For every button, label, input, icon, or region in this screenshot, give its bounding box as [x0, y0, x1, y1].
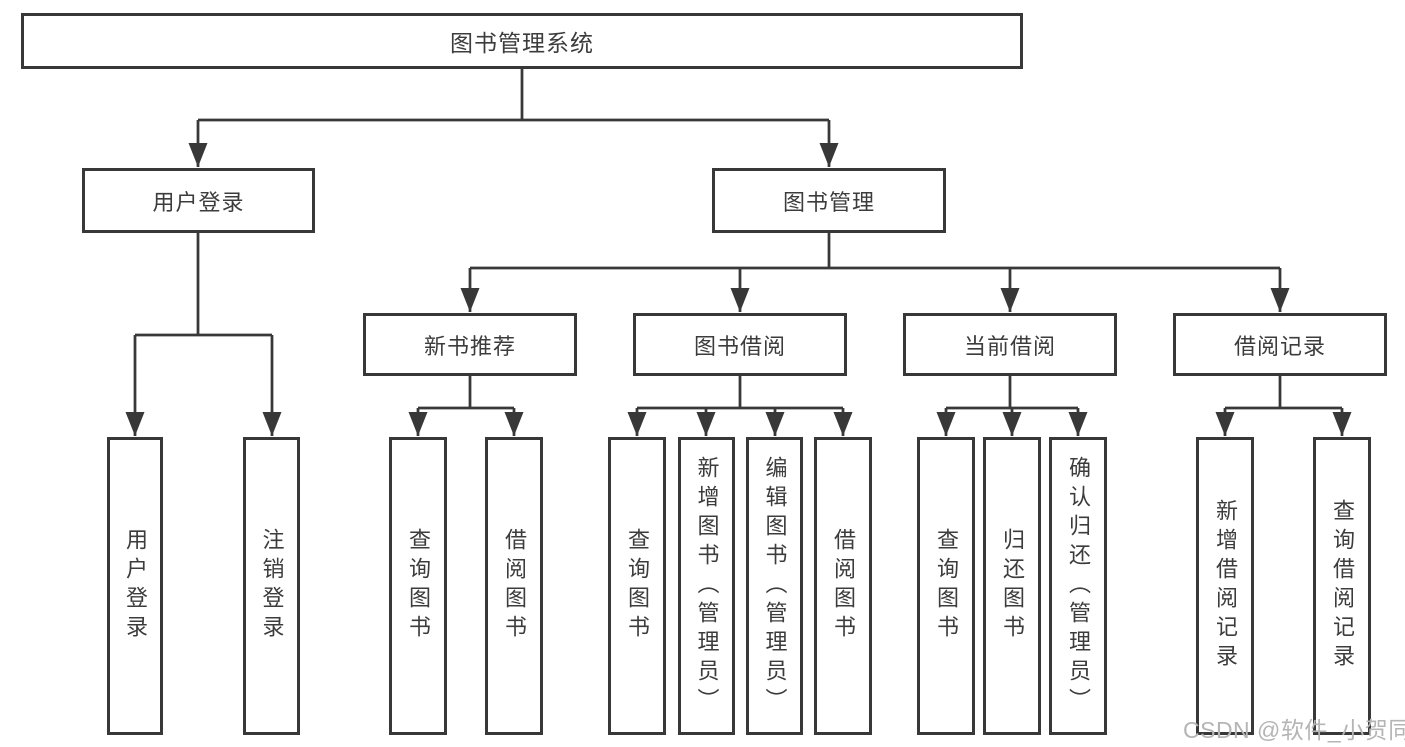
- leaf-label: 编辑图书（管理员）: [762, 455, 788, 717]
- leaf-label: 用户登录: [123, 528, 148, 644]
- leaf-label: 注销登录: [259, 528, 285, 644]
- leaf-label: 查询图书: [625, 528, 650, 644]
- node-book-management: 图书管理: [712, 168, 946, 233]
- leaf-label: 借阅图书: [502, 528, 527, 644]
- node-label: 图书管理: [782, 189, 875, 215]
- node-book-borrowing: 图书借阅: [633, 313, 847, 376]
- node-new-book-recommend: 新书推荐: [363, 313, 577, 376]
- leaf-confirm-return-admin: 确认归还（管理员）: [1049, 437, 1107, 735]
- leaf-query-borrow-record: 查询借阅记录: [1313, 437, 1371, 735]
- leaf-label: 借阅图书: [831, 528, 856, 644]
- node-label: 图书借阅: [693, 333, 786, 359]
- node-borrowing-records: 借阅记录: [1173, 313, 1387, 376]
- node-current-borrowing: 当前借阅: [903, 313, 1117, 376]
- leaf-borrow-books-borrowing: 借阅图书: [814, 437, 872, 735]
- leaf-label: 归还图书: [1000, 528, 1025, 644]
- leaf-add-borrow-record: 新增借阅记录: [1196, 437, 1254, 735]
- leaf-query-books-current: 查询图书: [917, 437, 975, 735]
- leaf-query-books-recommend: 查询图书: [389, 437, 447, 735]
- leaf-label: 新增图书（管理员）: [694, 455, 720, 717]
- node-label: 借阅记录: [1233, 333, 1326, 359]
- leaf-label: 查询借阅记录: [1330, 499, 1355, 673]
- leaf-edit-book-admin: 编辑图书（管理员）: [746, 437, 803, 735]
- leaf-label: 查询图书: [406, 528, 431, 644]
- leaf-return-book: 归还图书: [983, 437, 1041, 735]
- leaf-label: 查询图书: [934, 528, 959, 644]
- node-user-login: 用户登录: [82, 168, 315, 233]
- node-label: 用户登录: [152, 189, 245, 215]
- leaf-label: 确认归还（管理员）: [1066, 455, 1091, 717]
- leaf-user-login: 用户登录: [107, 437, 163, 735]
- leaf-logout: 注销登录: [243, 437, 300, 735]
- node-label: 新书推荐: [423, 333, 516, 359]
- leaf-add-book-admin: 新增图书（管理员）: [678, 437, 735, 735]
- watermark: CSDN @软件_小贺同学: [1183, 717, 1405, 743]
- leaf-query-books-borrowing: 查询图书: [608, 437, 666, 735]
- node-label: 图书管理系统: [450, 30, 594, 56]
- node-library-system: 图书管理系统: [21, 13, 1023, 69]
- leaf-borrow-books-recommend: 借阅图书: [485, 437, 543, 735]
- leaf-label: 新增借阅记录: [1213, 499, 1238, 673]
- node-label: 当前借阅: [963, 333, 1056, 359]
